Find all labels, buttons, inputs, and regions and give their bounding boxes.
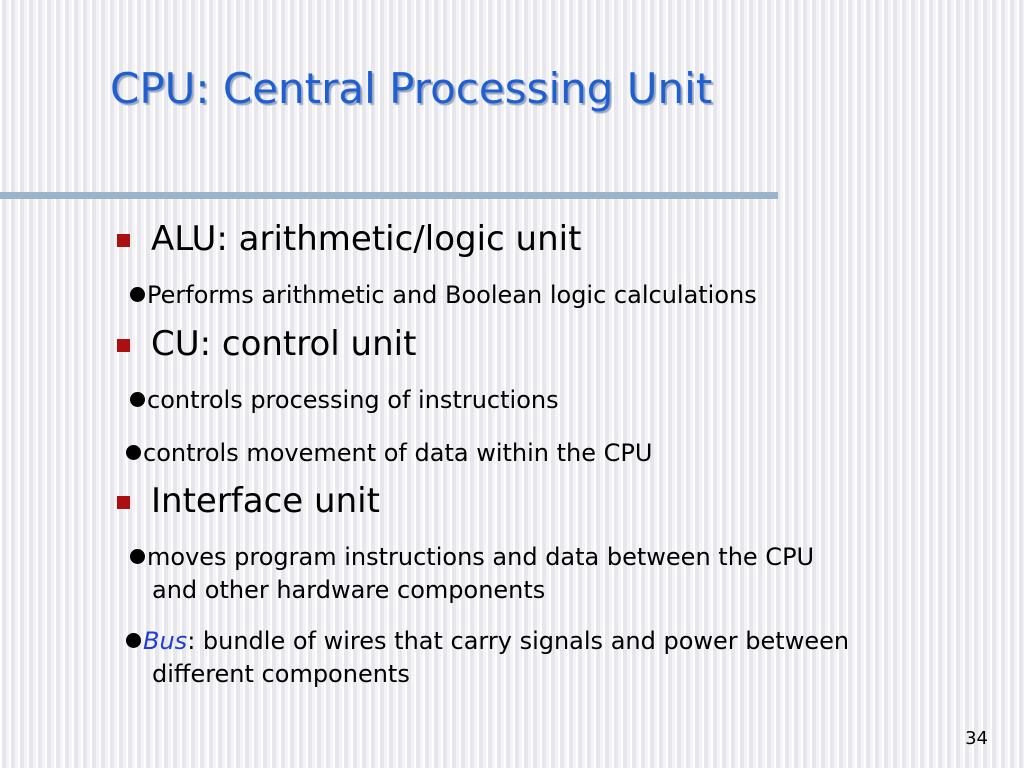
subbullet-text: Performs arithmetic and Boolean logic ca… — [147, 281, 757, 309]
bullet-interface-unit-label: Interface unit — [151, 481, 380, 521]
subbullet-cu-movement: controls movement of data within the CPU — [126, 437, 652, 470]
round-bullet-icon — [126, 633, 141, 648]
bullet-alu-label: ALU: arithmetic/logic unit — [151, 219, 582, 259]
round-bullet-icon — [130, 287, 145, 302]
bullet-cu: CU: control unit — [117, 324, 417, 364]
slide-title: CPU: Central Processing Unit — [110, 64, 713, 113]
title-divider — [0, 192, 778, 199]
square-bullet-icon — [117, 234, 130, 247]
subbullet-text-continued: different components — [152, 660, 410, 688]
bullet-cu-label: CU: control unit — [151, 324, 417, 364]
round-bullet-icon — [130, 549, 145, 564]
bullet-interface-unit: Interface unit — [117, 481, 380, 521]
round-bullet-icon — [130, 392, 145, 407]
subbullet-text: moves program instructions and data betw… — [147, 543, 815, 571]
bus-term: Bus — [143, 627, 188, 655]
bullet-alu: ALU: arithmetic/logic unit — [117, 219, 582, 259]
subbullet-alu-performs: Performs arithmetic and Boolean logic ca… — [130, 279, 757, 312]
subbullet-text: : bundle of wires that carry signals and… — [187, 627, 850, 655]
subbullet-text: controls processing of instructions — [147, 386, 559, 414]
subbullet-cu-processing: controls processing of instructions — [130, 384, 559, 417]
subbullet-text: controls movement of data within the CPU — [143, 439, 653, 467]
page-number: 34 — [965, 728, 988, 749]
subbullet-bus: Bus: bundle of wires that carry signals … — [126, 625, 849, 691]
subbullet-text-continued: and other hardware components — [152, 576, 546, 604]
subbullet-interface-moves: moves program instructions and data betw… — [130, 541, 814, 607]
round-bullet-icon — [126, 445, 141, 460]
square-bullet-icon — [117, 339, 130, 352]
square-bullet-icon — [117, 496, 130, 509]
